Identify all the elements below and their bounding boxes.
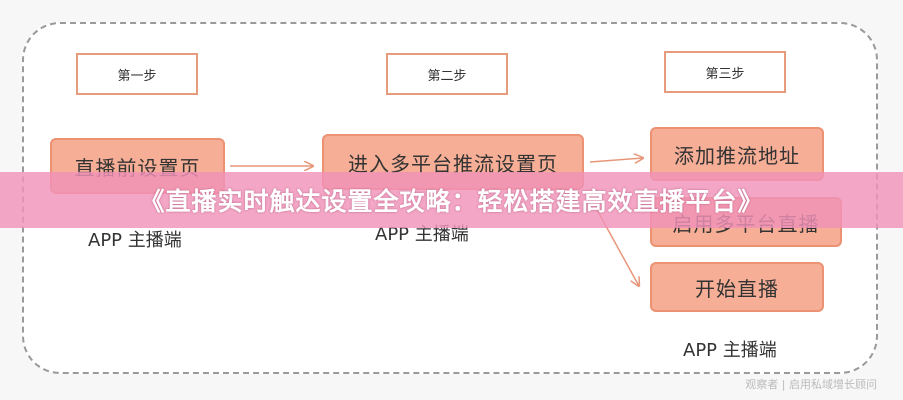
caption-step-two: APP 主播端	[375, 224, 469, 245]
node-start-live: 开始直播	[650, 262, 824, 312]
step-two-label: 第二步	[386, 53, 508, 95]
caption-step-one: APP 主播端	[88, 230, 182, 251]
title-banner: 《直播实时触达设置全攻略：轻松搭建高效直播平台》	[0, 172, 903, 228]
arrow-multi-to-add	[589, 158, 643, 162]
step-three-label: 第三步	[664, 51, 786, 93]
step-one-label: 第一步	[76, 53, 198, 95]
watermark: 观察者 | 启用私域增长顾问	[745, 378, 877, 391]
banner-title: 《直播实时触达设置全攻略：轻松搭建高效直播平台》	[139, 187, 764, 216]
caption-step-three: APP 主播端	[683, 340, 777, 361]
